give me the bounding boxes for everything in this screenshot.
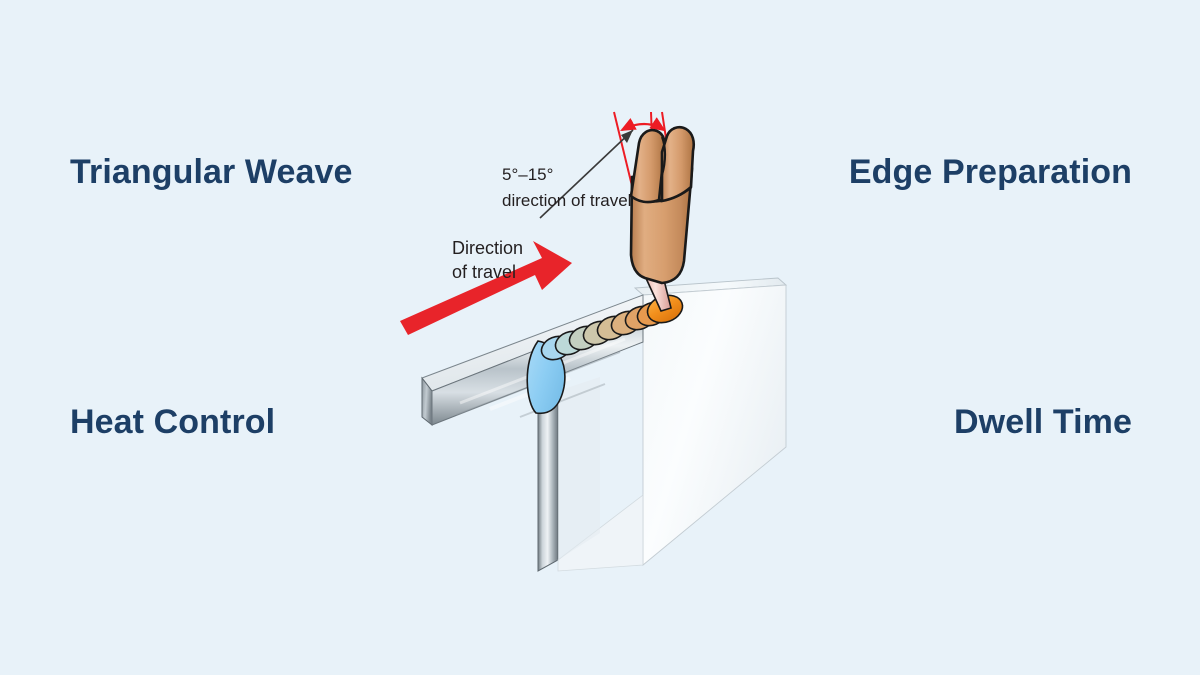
vertical-plate-left-edge (537, 390, 559, 572)
vertical-plate (537, 277, 788, 572)
angle-range-label: 5°–15° (502, 165, 553, 184)
travel-label-line1: Direction (452, 238, 523, 258)
vertical-plate-bottom-sliver (557, 494, 644, 572)
corner-label-bottom-left: Heat Control (70, 403, 276, 441)
travel-label-line2: of travel (452, 262, 516, 282)
corner-label-bottom-right: Dwell Time (954, 403, 1132, 441)
corner-label-top-left: Triangular Weave (70, 153, 353, 191)
direction-of-travel-arrow (400, 241, 572, 335)
holder-upper-right-lobe (660, 125, 696, 203)
angle-leader-line (539, 129, 634, 219)
holder-upper-left-lobe (629, 128, 667, 204)
holder-lobe-crease (660, 136, 667, 176)
angle-caption-label: direction of travel (502, 191, 631, 210)
electrode-holder (629, 125, 696, 312)
vertical-plate-face (642, 284, 787, 566)
weld-bead (540, 294, 684, 361)
welding-diagram: 5°–15° direction of travel Direction of … (390, 95, 820, 595)
angle-arrow (620, 117, 666, 132)
vertical-plate-shading (558, 377, 600, 560)
corner-label-top-right: Edge Preparation (848, 153, 1132, 191)
